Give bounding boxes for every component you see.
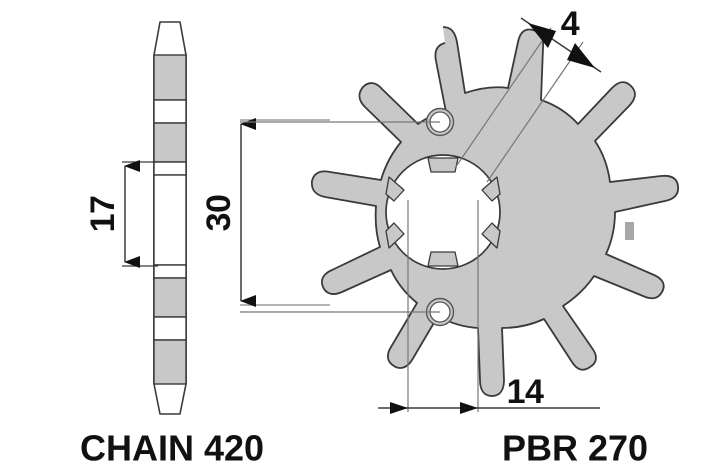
dimension-30: 30 — [200, 118, 330, 307]
sprocket-front-view — [240, 26, 680, 397]
dimension-14: 14 — [378, 200, 600, 414]
spline-slot-icon — [427, 251, 459, 267]
dim-label-17: 17 — [84, 196, 122, 233]
scan-edge-artifact — [625, 222, 634, 240]
arrow-head-icon — [528, 23, 556, 48]
arrow-head-icon — [460, 402, 478, 414]
arrow-head-icon — [390, 402, 408, 414]
spline-slot-icon — [427, 157, 459, 173]
dimension-4: 4 — [454, 5, 602, 183]
spline-slot-icon — [481, 222, 501, 249]
ext-line-4-a — [454, 27, 552, 169]
spline-slot-icon — [385, 222, 405, 249]
dimension-17: 17 — [84, 160, 158, 268]
ext-line-4-b — [486, 41, 584, 183]
dim-label-4: 4 — [561, 5, 580, 43]
spline-slot-icon — [385, 176, 405, 202]
arrow-head-icon — [567, 43, 595, 68]
side-profile-bands — [153, 54, 187, 385]
chain-label: CHAIN 420 — [80, 428, 264, 469]
spline-slot-icon — [481, 176, 501, 202]
bore-outer-circle — [385, 154, 501, 270]
dim-label-30: 30 — [200, 195, 238, 232]
dim-label-14: 14 — [507, 373, 544, 411]
side-profile-view — [153, 21, 187, 415]
spline-slots — [385, 157, 501, 267]
part-label: PBR 270 — [502, 428, 648, 469]
